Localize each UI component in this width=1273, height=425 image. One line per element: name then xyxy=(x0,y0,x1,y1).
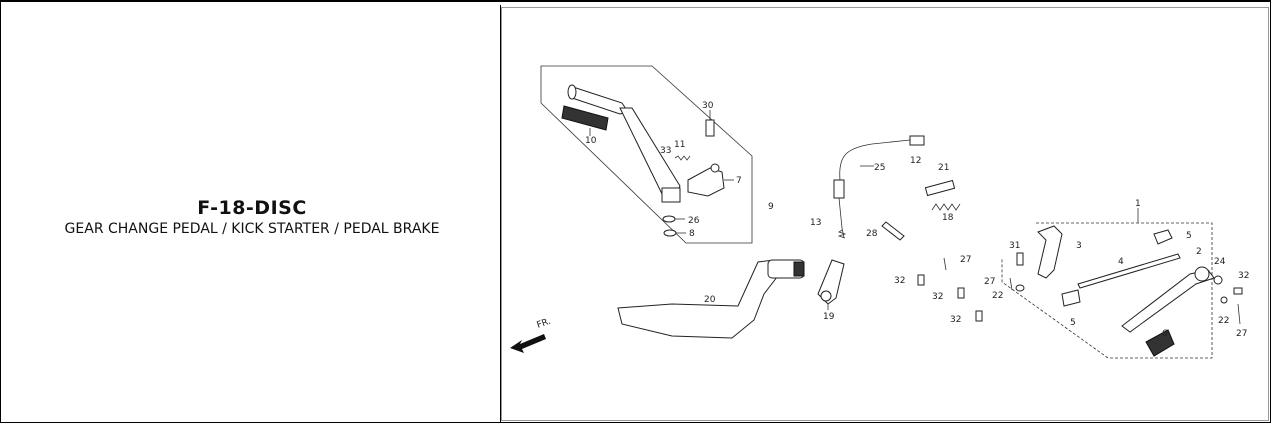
bolt-32d xyxy=(1233,287,1243,295)
callout-32b: 32 xyxy=(932,292,943,302)
washer-22b xyxy=(1220,296,1228,304)
switch-wire xyxy=(839,139,911,181)
callout-10: 10 xyxy=(585,136,597,146)
callout-22a: 22 xyxy=(992,291,1003,301)
gear-arm xyxy=(1037,225,1063,279)
bolt-32c xyxy=(975,310,983,322)
bolt-32a xyxy=(917,274,925,286)
callout-28: 28 xyxy=(866,229,878,239)
washer xyxy=(662,215,676,223)
brake-switch xyxy=(833,179,845,199)
cotter-pin-b xyxy=(1009,277,1013,291)
callout-27b: 27 xyxy=(984,277,995,287)
rod-joint-b xyxy=(1061,289,1081,307)
return-spring xyxy=(931,203,961,211)
bolt-31 xyxy=(1016,252,1024,266)
kick-pivot xyxy=(687,167,725,197)
diagram-code: F-18-DISC xyxy=(197,197,307,219)
callout-25: 25 xyxy=(874,163,885,173)
callout-32c: 32 xyxy=(950,315,961,325)
parts-diagram: 10 26 8 7 11 33 30 9 xyxy=(501,7,1269,421)
callout-12: 12 xyxy=(910,156,921,166)
callout-32a: 32 xyxy=(894,276,905,286)
callout-5b: 5 xyxy=(1070,318,1076,328)
spring xyxy=(674,155,691,161)
callout-33: 33 xyxy=(660,146,671,156)
circlip xyxy=(663,229,677,237)
title-block: F-18-DISC GEAR CHANGE PEDAL / KICK START… xyxy=(4,197,500,237)
bolt xyxy=(705,119,715,137)
callout-30: 30 xyxy=(702,101,714,111)
callout-4: 4 xyxy=(1118,257,1124,267)
brake-pin xyxy=(924,179,956,197)
callout-31: 31 xyxy=(1009,241,1020,251)
callout-24: 24 xyxy=(1214,257,1226,267)
washer-22a xyxy=(1015,284,1025,292)
gear-rod xyxy=(1077,253,1181,289)
callout-27c: 27 xyxy=(1236,329,1247,339)
callout-18: 18 xyxy=(942,213,954,223)
front-label: FR. xyxy=(536,317,553,331)
callout-11: 11 xyxy=(674,140,685,150)
callout-13: 13 xyxy=(810,218,821,228)
callout-26: 26 xyxy=(688,216,700,226)
gear-pedal-rubber xyxy=(1145,329,1175,357)
washer-24 xyxy=(1213,275,1223,285)
front-direction-arrow xyxy=(510,334,546,353)
callout-9: 9 xyxy=(768,202,774,212)
cotter-pin-a xyxy=(943,257,947,271)
callout-21: 21 xyxy=(938,163,949,173)
callout-32d: 32 xyxy=(1238,271,1249,281)
title-panel: F-18-DISC GEAR CHANGE PEDAL / KICK START… xyxy=(4,5,501,423)
callout-2: 2 xyxy=(1196,247,1202,257)
kick-rubber-grip xyxy=(561,105,609,131)
kick-starter-group-outline xyxy=(540,65,753,244)
brake-pedal xyxy=(617,259,805,339)
diagram-title: GEAR CHANGE PEDAL / KICK STARTER / PEDAL… xyxy=(64,221,440,237)
exploded-view: 10 26 8 7 11 33 30 9 xyxy=(510,65,1249,359)
cotter-pin-c xyxy=(1237,303,1241,325)
gear-change-group-outline xyxy=(1001,222,1213,359)
callout-20: 20 xyxy=(704,295,716,305)
kick-starter-arm xyxy=(567,84,681,203)
callout-6: 6 xyxy=(1162,329,1168,339)
connector xyxy=(909,135,925,146)
callout-1: 1 xyxy=(1135,199,1141,209)
callout-3: 3 xyxy=(1076,241,1082,251)
brake-bolt xyxy=(881,221,905,241)
callout-19: 19 xyxy=(823,312,835,322)
callout-8: 8 xyxy=(689,229,695,239)
bolt-32b xyxy=(957,287,965,299)
callout-7: 7 xyxy=(736,176,742,186)
callout-27a: 27 xyxy=(960,255,971,265)
callout-22b: 22 xyxy=(1218,316,1229,326)
rod-joint-a xyxy=(1153,229,1173,245)
callout-5a: 5 xyxy=(1186,231,1192,241)
